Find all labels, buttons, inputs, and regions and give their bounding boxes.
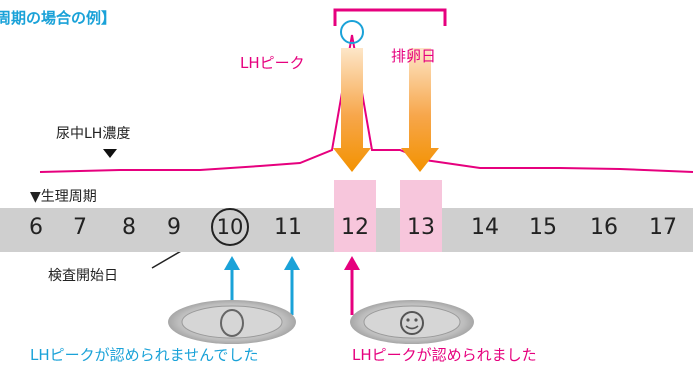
day-10-circled: 10: [211, 208, 249, 246]
day-12: 12: [341, 215, 369, 240]
arrow-day12-pink: [344, 256, 360, 315]
result-negative-label: LHピークが認められませんでした: [30, 346, 259, 364]
day-7: 7: [73, 215, 87, 240]
arrow-day11: [284, 256, 300, 315]
lh-label-triangle: [103, 149, 117, 158]
day-9: 9: [167, 215, 181, 240]
day-11: 11: [274, 215, 302, 240]
day13-highlight: [400, 180, 442, 252]
diagram-title: 周期の場合の例】: [0, 9, 117, 27]
smiley-result-icon: [350, 300, 474, 344]
day-16: 16: [590, 215, 618, 240]
orange-arrow-day13: [401, 48, 439, 172]
day-15: 15: [529, 215, 557, 240]
cycle-label: ▼生理周期: [30, 189, 97, 205]
day-14: 14: [471, 215, 499, 240]
day-17: 17: [649, 215, 677, 240]
day-6: 6: [29, 215, 43, 240]
start-day-label: 検査開始日: [48, 268, 118, 284]
lh-concentration-label: 尿中LH濃度: [56, 126, 131, 142]
orange-arrow-day12: [333, 48, 371, 172]
day-8: 8: [122, 215, 136, 240]
day12-highlight: [334, 180, 376, 252]
ovulation-label: 排卵日: [391, 47, 437, 65]
lh-peak-label: LHピーク: [240, 54, 305, 72]
circle-result-icon: [168, 300, 296, 344]
result-positive-label: LHピークが認められました: [352, 346, 537, 364]
peak-bracket: [333, 8, 447, 26]
day-13: 13: [407, 215, 435, 240]
lh-peak-circle: [340, 20, 364, 44]
